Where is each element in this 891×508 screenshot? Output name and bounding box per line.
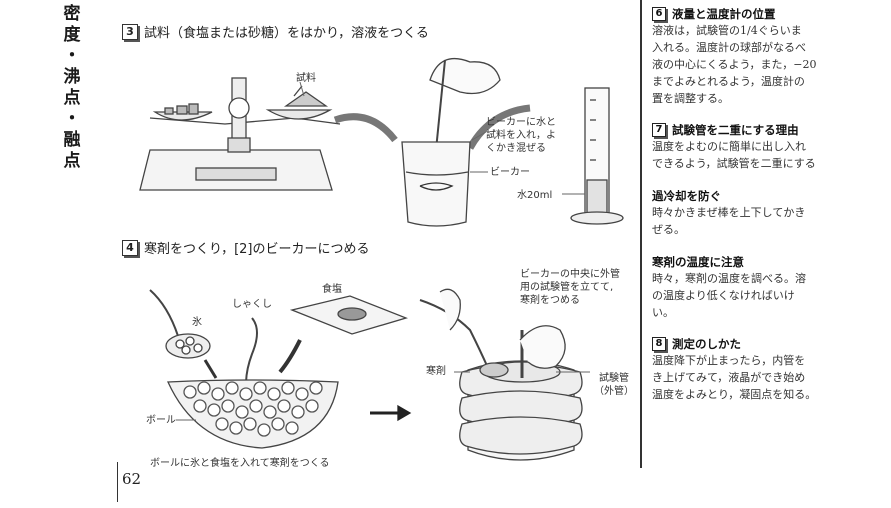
- page-number: 62: [122, 470, 142, 488]
- note-line: できるよう，試験管を二重にする: [652, 157, 816, 170]
- note-double-tube: 7 試験管を二重にする理由 温度をよむのに簡単に出し入れ できるよう，試験管を二重…: [652, 122, 891, 172]
- bowl-label: ボール: [146, 415, 176, 426]
- coolant-instruction-line: 用の試験管を立てて,: [520, 282, 614, 293]
- beaker-instruction-line: ビーカーに水と: [486, 117, 556, 128]
- note-supercooling: 過冷却を防ぐ 時々かきまぜ棒を上下してかき ぜる。: [652, 188, 891, 238]
- beaker-instruction-line: 試料を入れ，よ: [486, 130, 556, 141]
- step-4-number: 4: [122, 239, 138, 256]
- side-title-char: 度: [63, 25, 81, 45]
- page-number-rule: [117, 462, 118, 502]
- note-number: 7: [652, 123, 666, 137]
- note-heading: 試験管を二重にする理由: [672, 123, 799, 137]
- note-line: き上げてみて，液晶ができ始め: [652, 371, 806, 384]
- side-title-char: ・: [63, 109, 81, 129]
- coolant-instruction-line: 寒剤をつめる: [520, 295, 580, 306]
- balance-scale-icon: [139, 77, 341, 191]
- step-3-heading-text: 試料（食塩または砂糖）をはかり，溶液をつくる: [144, 26, 429, 41]
- note-heading: 過冷却を防ぐ: [652, 189, 721, 203]
- note-line: 置を調整する。: [652, 92, 729, 105]
- side-title-char: 点: [63, 151, 81, 171]
- ice-label: 氷: [192, 317, 202, 328]
- ladle-icon: [245, 317, 258, 385]
- note-line: 溶液は，試験管の1/4ぐらいま: [652, 24, 802, 37]
- test-tube-line: （外管）: [594, 386, 634, 397]
- water-volume-label: 水20ml: [517, 190, 553, 201]
- note-heading: 測定のしかた: [672, 337, 741, 351]
- note-measurement: 8 測定のしかた 温度降下が止まったら，内管を き上げてみて，液晶ができ始め 温度…: [652, 336, 891, 403]
- side-title-char: ・: [63, 46, 81, 66]
- step-3-number: 3: [122, 23, 138, 40]
- note-line: 温度降下が止まったら，内管を: [652, 354, 806, 367]
- coolant-instruction-label: ビーカーの中央に外管 用の試験管を立てて, 寒剤をつめる: [520, 268, 620, 307]
- beaker-icon: [401, 131, 488, 227]
- note-line: 時々，寒剤の温度を調べる。溶: [652, 272, 806, 285]
- note-line: 温度をよむのに簡単に出し入れ: [652, 140, 806, 153]
- notes-column: 6 液量と温度計の位置 溶液は，試験管の1/4ぐらいま 入れる。温度計の球部がなる…: [640, 0, 891, 468]
- note-line: までよみとれるよう，温度計の: [652, 75, 805, 88]
- salt-label: 食塩: [322, 284, 342, 295]
- step-3-illustration: [139, 57, 624, 461]
- graduated-cylinder-icon: [562, 87, 624, 225]
- chapter-side-title: 密 度 ・ 沸 点 ・ 融 点: [58, 4, 86, 172]
- beaker-label: ビーカー: [490, 167, 530, 178]
- arrow-to-beaker-icon: [333, 113, 398, 143]
- side-title-char: 融: [63, 130, 81, 150]
- note-line: 温度をよみとり，凝固点を知る。: [652, 388, 817, 401]
- note-number: 6: [652, 7, 666, 21]
- coolant-beaker-icon: [419, 288, 590, 461]
- note-line: 液の中心にくるよう，また，−20: [652, 58, 817, 71]
- hand-icon: [429, 57, 501, 95]
- test-tube-line: 試験管: [599, 373, 629, 384]
- note-liquid-and-thermometer: 6 液量と温度計の位置 溶液は，試験管の1/4ぐらいま 入れる。温度計の球部がなる…: [652, 6, 891, 107]
- step-4-heading-text: 寒剤をつくり，[2]のビーカーにつめる: [144, 242, 370, 257]
- test-tube-label: 試験管 （外管）: [594, 372, 634, 398]
- salt-packet-icon: [289, 295, 408, 335]
- side-title-char: 点: [63, 88, 81, 108]
- next-step-arrow-icon: [370, 404, 412, 422]
- note-line: い。: [652, 306, 674, 319]
- note-coolant-temperature: 寒剤の温度に注意 時々，寒剤の温度を調べる。溶 の温度より低くなければいけ い。: [652, 254, 891, 321]
- note-line: の温度より低くなければいけ: [652, 289, 795, 302]
- beaker-instruction-line: くかき混ぜる: [486, 143, 546, 154]
- side-title-char: 密: [63, 4, 81, 24]
- step-4-heading: 4 寒剤をつくり，[2]のビーカーにつめる: [122, 238, 370, 257]
- bowl-icon: [167, 379, 339, 449]
- note-heading: 寒剤の温度に注意: [652, 255, 744, 269]
- note-heading: 液量と温度計の位置: [672, 7, 776, 21]
- beaker-instruction-label: ビーカーに水と 試料を入れ，よ くかき混ぜる: [486, 116, 556, 155]
- note-number: 8: [652, 337, 666, 351]
- coolant-instruction-line: ビーカーの中央に外管: [520, 269, 620, 280]
- note-line: 入れる。温度計の球部がなるべ: [652, 41, 806, 54]
- coolant-label: 寒剤: [426, 366, 446, 377]
- bowl-caption: ボールに氷と食塩を入れて寒剤をつくる: [150, 458, 330, 469]
- arrow-from-cylinder-icon: [466, 104, 531, 150]
- sample-label: 試料: [296, 73, 316, 84]
- ice-spoon-icon: [149, 289, 211, 359]
- side-title-char: 沸: [63, 67, 81, 87]
- note-line: ぜる。: [652, 223, 685, 236]
- ladle-label: しゃくし: [232, 299, 272, 310]
- note-line: 時々かきまぜ棒を上下してかき: [652, 206, 806, 219]
- step-3-heading: 3 試料（食塩または砂糖）をはかり，溶液をつくる: [122, 22, 429, 41]
